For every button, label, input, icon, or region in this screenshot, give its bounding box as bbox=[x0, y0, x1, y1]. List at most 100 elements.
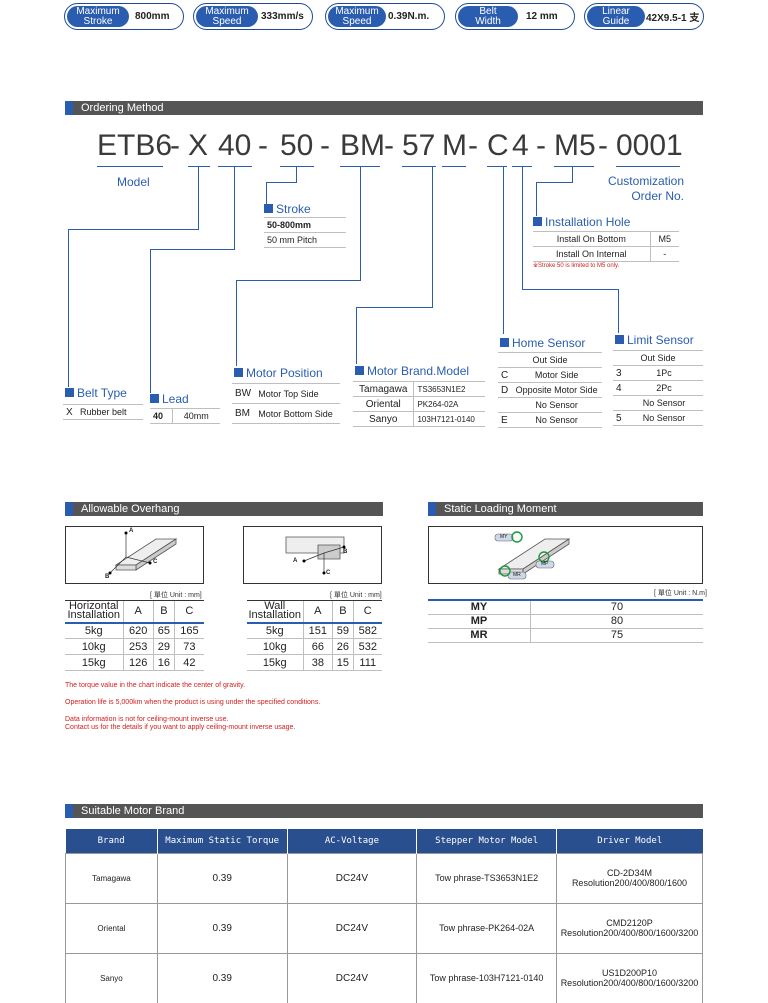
code-lead: 40 bbox=[218, 129, 252, 162]
stroke-table: 50-800mm 50 mm Pitch bbox=[264, 217, 346, 248]
limit-sensor-desc: 1Pc bbox=[625, 365, 703, 381]
limit-sensor-desc: 2Pc bbox=[625, 380, 703, 396]
wall-actuator-drawing bbox=[285, 536, 346, 575]
connector-line bbox=[68, 229, 69, 387]
wall-overhang-diagram: B A C bbox=[243, 526, 382, 584]
connector-line bbox=[522, 289, 619, 290]
label-square-icon bbox=[65, 388, 74, 397]
brand-model: 103H7121-0140 bbox=[413, 411, 485, 427]
lead-desc: 40mm bbox=[171, 408, 220, 424]
home-sensor-code: C bbox=[498, 367, 512, 383]
code-motor-position: BM bbox=[340, 129, 385, 162]
home-sensor-header: Out Side bbox=[498, 352, 602, 368]
brand-model: PK264-02A bbox=[413, 396, 485, 412]
static-loading-header: Static Loading Moment bbox=[428, 502, 703, 516]
limit-sensor-code: 3 bbox=[613, 365, 625, 381]
axis-a-label: A bbox=[129, 528, 134, 534]
axis-b-label: B bbox=[105, 574, 110, 580]
code-customization: 0001 bbox=[616, 129, 683, 162]
connector-line bbox=[618, 289, 619, 333]
code-dash: - bbox=[384, 129, 394, 162]
table-row: 15kg 38 15 111 bbox=[247, 654, 382, 671]
section-marker bbox=[65, 502, 73, 516]
connector-line bbox=[236, 280, 361, 281]
static-moment-diagram: MY MP MR bbox=[428, 526, 703, 584]
section-marker bbox=[65, 804, 73, 818]
axis-a-label: A bbox=[293, 558, 298, 564]
connector-line bbox=[503, 294, 504, 334]
note-contact: Contact us for the details if you want t… bbox=[65, 724, 296, 731]
code-underline bbox=[402, 166, 436, 167]
col-c-head: C bbox=[173, 600, 204, 624]
code-underline bbox=[280, 166, 314, 167]
col-stepper: Stepper Motor Model bbox=[416, 829, 557, 853]
code-series: ETB6 bbox=[97, 129, 173, 162]
moment-mr-label: MR bbox=[513, 572, 521, 578]
connector-line bbox=[360, 166, 361, 280]
home-sensor-desc: Opposite Motor Side bbox=[511, 382, 602, 398]
home-sensor-desc: Motor Side bbox=[511, 367, 602, 383]
brand-name: Oriental bbox=[353, 396, 414, 412]
ordering-method-header: Ordering Method bbox=[65, 101, 703, 115]
connector-line bbox=[522, 166, 523, 290]
belt-type-title: Belt Type bbox=[65, 386, 127, 400]
label-square-icon bbox=[533, 217, 542, 226]
motor-position-desc: Motor Bottom Side bbox=[255, 403, 340, 424]
code-underline bbox=[218, 166, 252, 167]
table-row: Oriental 0.39 DC24V Tow phrase-PK264-02A… bbox=[65, 902, 703, 954]
spec-pill-value: 42X9.5-1 支 bbox=[646, 13, 700, 24]
table-row: 5kg 620 65 165 bbox=[65, 622, 204, 639]
motor-position-code: BW bbox=[232, 383, 256, 404]
section-marker bbox=[428, 502, 436, 516]
connector-line bbox=[432, 166, 433, 308]
moment-actuator-drawing bbox=[494, 531, 571, 580]
label-square-icon bbox=[234, 368, 243, 377]
connector-line bbox=[572, 166, 573, 182]
limit-sensor-code: 5 bbox=[613, 410, 625, 426]
stroke-range: 50-800mm bbox=[264, 217, 346, 233]
table-row: Tamagawa 0.39 DC24V Tow phrase-TS3653N1E… bbox=[65, 852, 703, 904]
home-sensor-title: Home Sensor bbox=[500, 336, 585, 350]
code-dash: - bbox=[468, 129, 478, 162]
code-underline bbox=[554, 166, 594, 167]
section-title: Ordering Method bbox=[81, 102, 164, 114]
install-internal-label: Install On Internal bbox=[533, 246, 651, 262]
overhang-unit-wall: [ 單位 Unit : mm] bbox=[330, 592, 382, 599]
home-sensor-code: D bbox=[498, 382, 512, 398]
label-square-icon bbox=[500, 338, 509, 347]
home-sensor-code: E bbox=[498, 412, 512, 428]
static-moment-table: MY 70 MP 80 MR 75 bbox=[428, 599, 703, 643]
col-c-head: C bbox=[352, 600, 382, 624]
brand-name: Tamagawa bbox=[353, 381, 414, 397]
overhang-unit-horizontal: [ 單位 Unit : mm] bbox=[150, 592, 202, 599]
col-torque: Maximum Static Torque bbox=[157, 829, 288, 853]
installation-hole-table: Install On Bottom M5 Install On Internal… bbox=[533, 231, 679, 262]
home-sensor-desc: No Sensor bbox=[511, 397, 602, 413]
lead-title: Lead bbox=[150, 392, 189, 406]
installation-hole-title: Installation Hole bbox=[533, 215, 630, 229]
table-row: 10kg 66 26 532 bbox=[247, 638, 382, 655]
col-b-head: B bbox=[332, 600, 354, 624]
col-voltage: AC-Voltage bbox=[287, 829, 418, 853]
spec-pill-value: 333mm/s bbox=[261, 11, 304, 22]
motor-position-desc: Motor Top Side bbox=[255, 383, 340, 404]
home-sensor-desc: No Sensor bbox=[511, 412, 602, 428]
connector-line bbox=[198, 166, 199, 230]
suitable-motor-brand-header: Suitable Motor Brand bbox=[65, 804, 703, 818]
moment-mp-label: MP bbox=[541, 561, 549, 567]
limit-sensor-code: 4 bbox=[613, 380, 625, 396]
spec-pill-value: 0.39N.m. bbox=[388, 11, 430, 22]
col-brand: Brand bbox=[65, 829, 158, 853]
table-row: Sanyo 0.39 DC24V Tow phrase-103H7121-014… bbox=[65, 952, 703, 1003]
limit-sensor-table: Out Side 3 1Pc 4 2Pc No Sensor 5 No Sens… bbox=[613, 350, 703, 426]
